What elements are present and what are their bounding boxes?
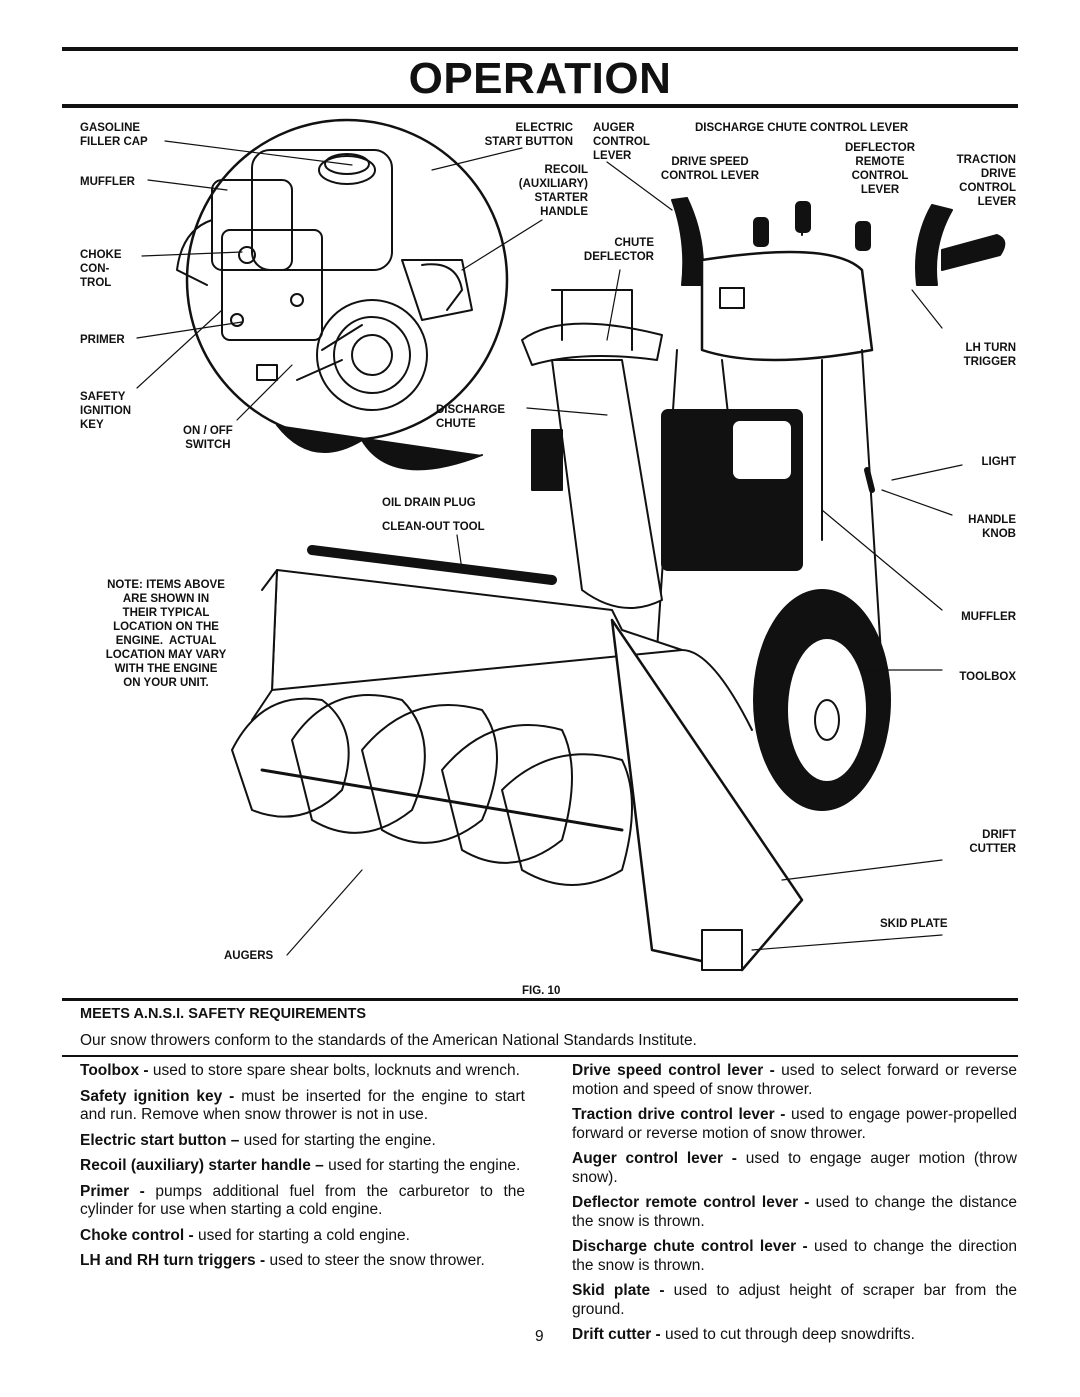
- discharge-chute: [521, 289, 663, 609]
- label-drift-cutter: DRIFT CUTTER: [969, 829, 1016, 855]
- definition-term: Primer -: [80, 1182, 145, 1200]
- definition-term: Toolbox -: [80, 1062, 149, 1079]
- label-augers: AUGERS: [224, 950, 274, 962]
- definition-term: LH and RH turn triggers -: [80, 1252, 266, 1269]
- figure-rule: [62, 998, 1018, 1001]
- definition-text: used to adjust height of scraper bar fro…: [572, 1282, 1017, 1318]
- definition-item: Primer - pumps additional fuel from the …: [80, 1183, 525, 1220]
- label-chute-deflector: CHUTE DEFLECTOR: [583, 237, 654, 263]
- label-electric-start-button: ELECTRIC START BUTTON: [484, 122, 573, 148]
- label-handle-knob: HANDLE KNOB: [968, 514, 1016, 540]
- handle-assembly: [656, 197, 1006, 671]
- definition-term: Skid plate -: [572, 1282, 665, 1299]
- definition-term: Electric start button –: [80, 1131, 240, 1149]
- wheel: [753, 589, 891, 811]
- top-rule: [62, 47, 1018, 51]
- definition-item: Traction drive control lever - used to e…: [572, 1106, 1017, 1143]
- label-gasoline-filler-cap: GASOLINE FILLER CAP: [80, 122, 148, 148]
- label-recoil-starter-handle: RECOIL (AUXILIARY) STARTER HANDLE: [518, 164, 588, 218]
- definition-item: Electric start button – used for startin…: [80, 1132, 525, 1151]
- definition-text: used to engage auger motion (throw snow)…: [572, 1150, 1017, 1186]
- label-drive-speed-control-lever: DRIVE SPEED CONTROL LEVER: [660, 156, 760, 182]
- label-on-off-switch: ON / OFF SWITCH: [183, 425, 233, 451]
- definition-item: Drive speed control lever - used to sele…: [572, 1062, 1017, 1099]
- section-heading: MEETS A.N.S.I. SAFETY REQUIREMENTS: [80, 1006, 367, 1022]
- label-light: LIGHT: [981, 456, 1017, 468]
- definition-text: used to store spare shear bolts, locknut…: [148, 1062, 520, 1079]
- definition-item: Auger control lever - used to engage aug…: [572, 1150, 1017, 1187]
- definition-item: Recoil (auxiliary) starter handle – used…: [80, 1157, 525, 1176]
- label-choke-control: CHOKE CON- TROL: [80, 249, 122, 289]
- definition-text: used to select forward or reverse motion…: [572, 1062, 1017, 1098]
- definition-term: Safety ignition key -: [80, 1087, 235, 1105]
- right-column: Drive speed control lever - used to sele…: [572, 1062, 1017, 1352]
- definition-term: Traction drive control lever -: [572, 1106, 786, 1123]
- snow-thrower-illustration: [136, 118, 1006, 972]
- definition-item: Choke control - used for starting a cold…: [80, 1227, 525, 1246]
- definition-term: Drive speed control lever -: [572, 1062, 775, 1079]
- label-deflector-remote-control-lever: DEFLECTOR REMOTE CONTROL LEVER: [844, 142, 916, 196]
- label-primer: PRIMER: [80, 334, 125, 346]
- definition-text: used to steer the snow thrower.: [265, 1252, 485, 1269]
- definition-text: used to change the direction the snow is…: [572, 1238, 1017, 1274]
- auger-housing: [251, 569, 804, 972]
- label-lh-turn-trigger: LH TURN TRIGGER: [963, 342, 1016, 368]
- definition-text: used for starting a cold engine.: [193, 1226, 410, 1244]
- definition-text: must be inserted for the engine to start…: [80, 1087, 525, 1124]
- definition-item: LH and RH turn triggers - used to steer …: [80, 1252, 525, 1271]
- label-traction-drive-control-lever: TRACTION DRIVE CONTROL LEVER: [956, 154, 1016, 208]
- label-discharge-chute: DISCHARGE CHUTE: [436, 404, 506, 430]
- engine-inset: [176, 118, 509, 471]
- definition-text: used to cut through deep snowdrifts.: [660, 1326, 915, 1343]
- figure-caption: FIG. 10: [522, 985, 561, 997]
- label-note-items-above: NOTE: ITEMS ABOVE ARE SHOWN IN THEIR TYP…: [105, 579, 227, 689]
- definition-term: Drift cutter -: [572, 1326, 661, 1343]
- label-discharge-chute-control-lever: DISCHARGE CHUTE CONTROL LEVER: [695, 122, 909, 134]
- definition-term: Recoil (auxiliary) starter handle –: [80, 1157, 324, 1174]
- definition-text: used for starting the engine.: [239, 1131, 436, 1149]
- intro-rule: [62, 1055, 1018, 1057]
- label-auger-control-lever: AUGER CONTROL LEVER: [593, 122, 650, 162]
- page-title: OPERATION: [408, 54, 672, 103]
- definition-text: used to change the distance the snow is …: [572, 1194, 1017, 1230]
- page-number: 9: [535, 1328, 544, 1345]
- definition-item: Safety ignition key - must be inserted f…: [80, 1088, 525, 1125]
- definition-term: Choke control -: [80, 1226, 194, 1244]
- intro-paragraph: Our snow throwers conform to the standar…: [80, 1032, 697, 1049]
- definition-item: Skid plate - used to adjust height of sc…: [572, 1282, 1017, 1319]
- definition-item: Discharge chute control lever - used to …: [572, 1238, 1017, 1275]
- label-muffler-right: MUFFLER: [961, 611, 1016, 623]
- label-safety-ignition-key: SAFETY IGNITION KEY: [80, 391, 132, 431]
- definition-text: pumps additional fuel from the carbureto…: [80, 1182, 525, 1219]
- label-toolbox: TOOLBOX: [959, 671, 1016, 683]
- leader-lines: [136, 140, 963, 956]
- skid-plate: [701, 929, 743, 971]
- label-skid-plate: SKID PLATE: [880, 918, 948, 930]
- title-rule: [62, 104, 1018, 108]
- definition-item: Toolbox - used to store spare shear bolt…: [80, 1062, 525, 1081]
- definition-item: Drift cutter - used to cut through deep …: [572, 1326, 1017, 1345]
- definition-text: used for starting the engine.: [323, 1157, 521, 1174]
- label-oil-drain-plug: OIL DRAIN PLUG: [382, 497, 476, 509]
- definition-term: Auger control lever -: [572, 1150, 737, 1167]
- definition-text: used to engage power-propelled forward o…: [572, 1106, 1017, 1142]
- label-muffler-engine: MUFFLER: [80, 176, 135, 188]
- auger-blades: [231, 694, 633, 886]
- definition-term: Discharge chute control lever -: [572, 1238, 808, 1255]
- left-column: Toolbox - used to store spare shear bolt…: [80, 1062, 525, 1278]
- engine-body: [307, 409, 803, 585]
- label-clean-out-tool: CLEAN-OUT TOOL: [382, 521, 485, 533]
- definition-item: Deflector remote control lever - used to…: [572, 1194, 1017, 1231]
- definition-term: Deflector remote control lever -: [572, 1194, 810, 1211]
